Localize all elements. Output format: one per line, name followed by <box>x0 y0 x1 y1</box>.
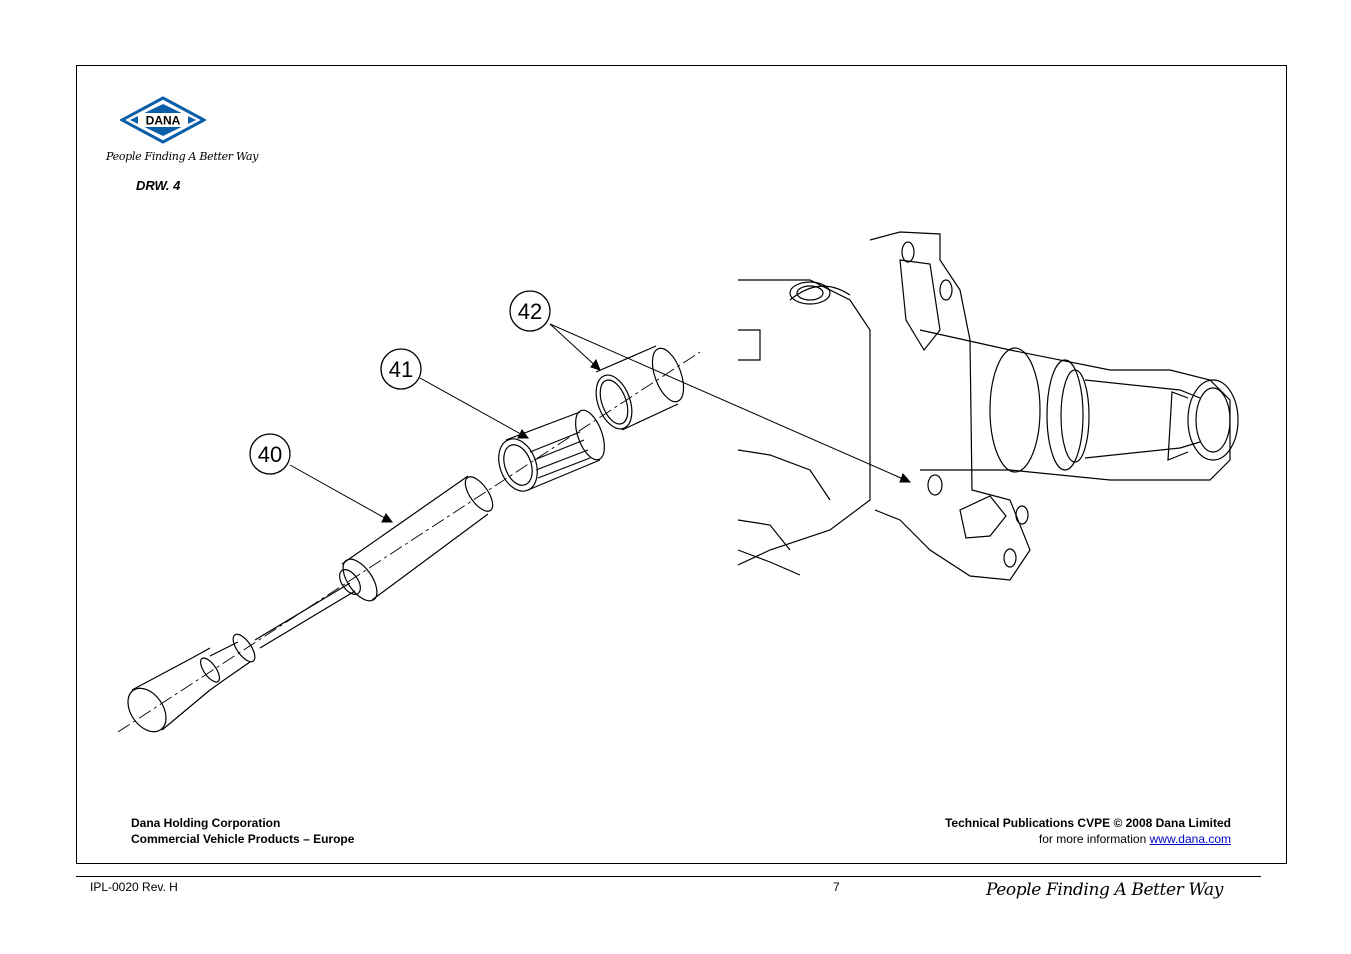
footer-company: Dana Holding Corporation Commercial Vehi… <box>131 815 354 847</box>
page-divider <box>76 876 1261 877</box>
svg-text:42: 42 <box>518 299 542 324</box>
dana-website-link[interactable]: www.dana.com <box>1149 832 1231 846</box>
dana-logo: DANA <box>120 96 206 144</box>
footer-copyright: Technical Publications CVPE © 2008 Dana … <box>944 816 1231 830</box>
page-frame <box>76 65 1287 864</box>
callout-41: 41 <box>380 348 422 390</box>
footer-publication: Technical Publications CVPE © 2008 Dana … <box>945 815 1231 847</box>
callout-40: 40 <box>249 433 291 475</box>
footer-info-prefix: for more information <box>1038 832 1150 846</box>
exploded-parts-drawing: 40 41 42 <box>117 231 1239 733</box>
axis-centerline <box>117 351 701 733</box>
part-41-needle-bearing <box>498 409 605 492</box>
leader-lines <box>289 323 912 523</box>
svg-text:40: 40 <box>258 442 282 467</box>
footer-info: for more information www.dana.com <box>945 831 1231 847</box>
page-number: 7 <box>833 880 840 894</box>
drawing-label: DRW. 4 <box>136 178 181 193</box>
brand-slogan: People Finding A Better Way <box>106 150 259 163</box>
svg-text:41: 41 <box>389 357 413 382</box>
callout-42: 42 <box>509 290 551 332</box>
part-40-tool <box>127 475 494 733</box>
footer-division: Commercial Vehicle Products – Europe <box>131 832 355 846</box>
footer-slogan: People Finding A Better Way <box>986 880 1223 900</box>
svg-text:DANA: DANA <box>146 114 181 128</box>
part-42-bush <box>595 345 685 431</box>
document-id: IPL-0020 Rev. H <box>90 880 178 894</box>
footer-company-name: Dana Holding Corporation <box>131 816 281 830</box>
axle-housing <box>737 231 1239 581</box>
